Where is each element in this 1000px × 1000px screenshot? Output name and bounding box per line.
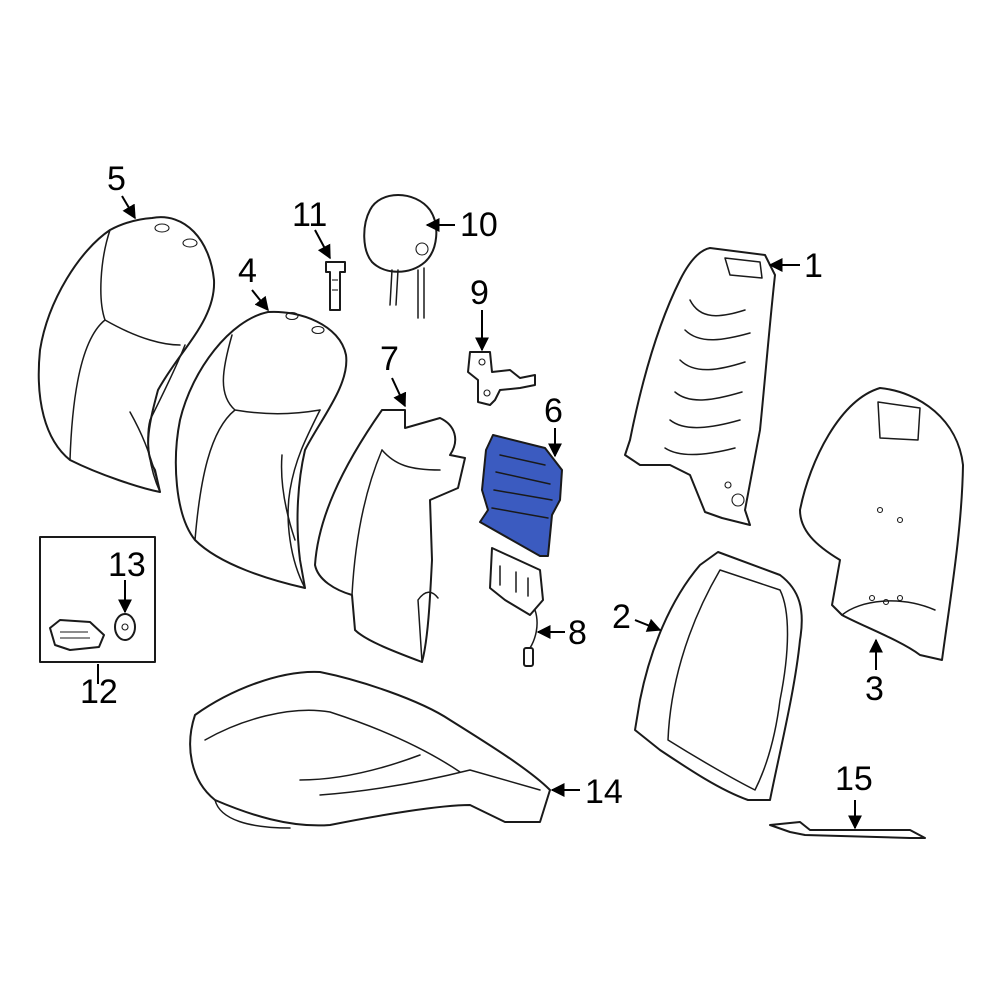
callout-10: 10 [460,206,498,244]
callout-13: 13 [108,546,146,584]
part-12-kit-box[interactable] [39,536,156,663]
callout-14: 14 [585,773,623,811]
callout-5: 5 [107,160,126,198]
part-15-wire[interactable] [769,821,926,839]
leader-lines [97,195,883,830]
callout-7: 7 [380,340,399,378]
part-14-seat-cushion[interactable] [189,670,551,829]
part-3-backrest-panel[interactable] [799,387,964,661]
part-7-backrest-pad[interactable] [314,409,466,663]
callout-6: 6 [544,392,563,430]
part-8-lumbar-harness[interactable] [489,547,544,667]
callout-15: 15 [835,760,873,798]
part-5-backrest-cover[interactable] [37,216,216,493]
part-11-headrest-guide[interactable] [325,261,346,311]
part-6-lumbar-support[interactable] [479,434,563,557]
part-1-backrest-frame[interactable] [624,247,776,526]
callout-3: 3 [865,670,884,708]
part-2-backrest-frame-lower[interactable] [634,551,803,801]
part-9-lumbar-actuator[interactable] [467,351,536,406]
callout-2: 2 [612,598,631,636]
part-4-backrest-trim[interactable] [174,310,348,589]
callout-1: 1 [804,247,823,285]
callout-8: 8 [568,614,587,652]
callout-4: 4 [238,252,257,290]
callout-9: 9 [470,274,489,312]
part-10-headrest[interactable] [363,194,438,319]
callout-11: 11 [292,196,327,234]
callout-labels: 5 4 7 11 10 9 6 8 1 2 3 13 12 14 15 [80,160,884,811]
callout-12: 12 [80,673,118,711]
